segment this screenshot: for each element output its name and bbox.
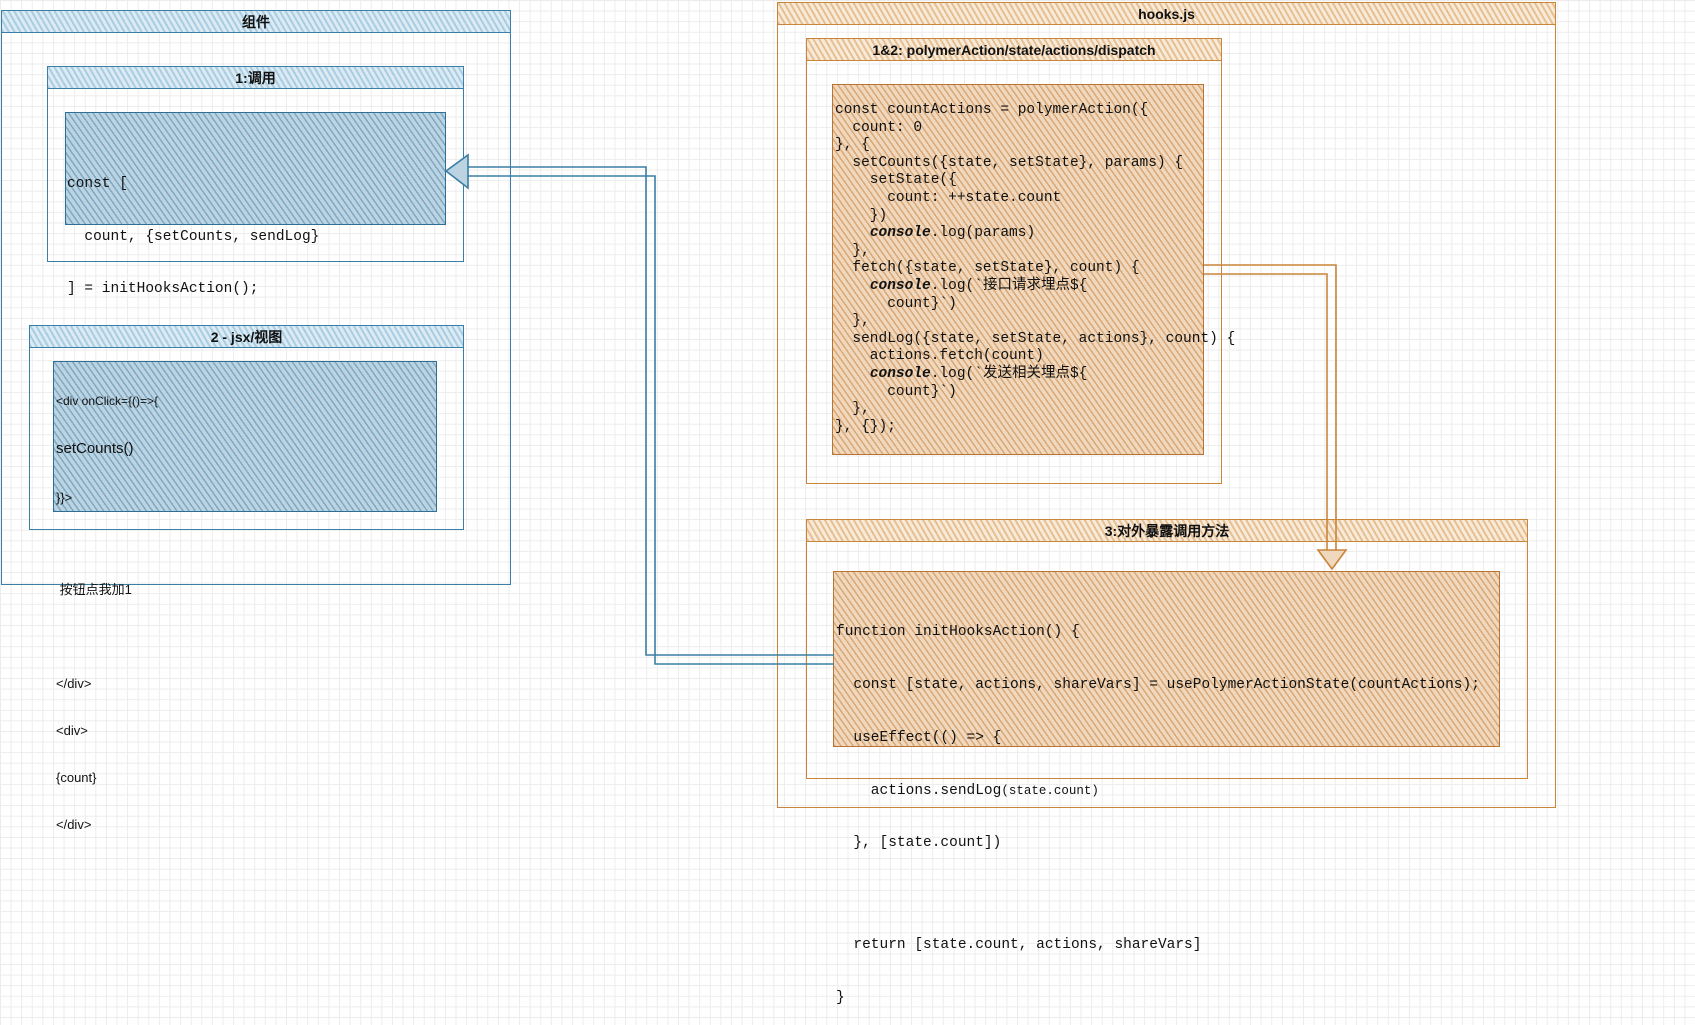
code-text: count: 0 <box>835 119 923 136</box>
code-text: }, <box>835 313 870 330</box>
code-text: }, <box>835 401 870 418</box>
code-line: count}`) <box>835 296 1203 314</box>
dispatch-section: 1&2: polymerAction/state/actions/dispatc… <box>806 38 1222 484</box>
jsx-line: }}> <box>56 490 73 505</box>
view-section: 2 - jsx/视图 <box>29 325 464 530</box>
code-line: setCounts({state, setState}, params) { <box>835 155 1203 173</box>
call-code-block: const [ count, {setCounts, sendLog} ] = … <box>65 112 446 297</box>
code-line: }, { <box>835 137 1203 155</box>
code-line: }, <box>835 401 1203 419</box>
code-text: fetch({state, setState}, count) { <box>835 260 1140 277</box>
code-text: }, <box>835 242 870 259</box>
code-text: setCounts({state, setState}, params) { <box>835 154 1184 171</box>
code-line: sendLog({state, setState, actions}, coun… <box>835 331 1235 349</box>
code-text: const countActions = polymerAction({ <box>835 102 1149 118</box>
code-line: count: 0 <box>835 120 1203 138</box>
code-text-small: (state.count) <box>1001 783 1099 798</box>
code-line: const countActions = polymerAction({ <box>835 102 1203 120</box>
code-text: sendLog({state, setState, actions}, coun… <box>835 330 1236 347</box>
code-line: count, {setCounts, sendLog} <box>67 228 320 245</box>
code-line: function initHooksAction() { <box>836 624 1080 641</box>
code-text: }, { <box>835 137 870 154</box>
code-line: actions.sendLog(state.count) <box>836 783 1499 801</box>
code-line: }, <box>835 243 1203 261</box>
console-keyword: console <box>869 277 931 294</box>
code-text: count}`) <box>835 383 957 400</box>
code-line: const [state, actions, shareVars] = useP… <box>836 676 1480 693</box>
expose-code-block: function initHooksAction() { const [stat… <box>833 571 1500 1006</box>
component-title: 组件 <box>2 11 510 33</box>
code-line: setState({ <box>835 172 1203 190</box>
code-line: }, {}); <box>835 419 1203 437</box>
code-line: }) <box>835 208 1203 226</box>
code-line: count}`) <box>835 384 1203 402</box>
code-text: }) <box>835 207 888 224</box>
jsx-line: 按钮点我加1 <box>56 582 132 597</box>
console-keyword: console <box>869 365 931 382</box>
code-line: ] = initHooksAction(); <box>67 281 259 297</box>
code-text: count: ++state.count <box>835 189 1062 206</box>
code-line: return [state.count, actions, shareVars] <box>836 937 1202 954</box>
code-line: console.log(`发送相关埋点${ <box>835 366 1203 384</box>
jsx-code-block: <div onClick={()=>{ setCounts() }}> 按钮点我… <box>53 361 437 832</box>
code-text: count}`) <box>835 295 957 312</box>
dispatch-code-block: const countActions = polymerAction({ cou… <box>832 84 1235 455</box>
code-line: } <box>836 990 845 1007</box>
code-line: fetch({state, setState}, count) { <box>835 260 1203 278</box>
expose-section-title: 3:对外暴露调用方法 <box>807 520 1527 542</box>
code-text: .log(params) <box>930 225 1036 242</box>
jsx-line: {count} <box>56 770 97 785</box>
component-container: 组件 <box>1 10 511 585</box>
code-line: console.log(`接口请求埋点${ <box>835 278 1203 296</box>
connector-arrows <box>444 153 1348 665</box>
jsx-line: setCounts() <box>56 440 134 457</box>
code-gap <box>836 888 1499 902</box>
code-text: actions.sendLog <box>836 782 1002 799</box>
jsx-line: <div onClick={()=>{ <box>56 394 159 408</box>
code-line: useEffect(() => { <box>836 729 1002 746</box>
code-line: const [ <box>67 176 128 192</box>
view-section-title: 2 - jsx/视图 <box>30 326 463 348</box>
jsx-line: </div> <box>56 817 92 832</box>
hooks-container: hooks.js <box>777 2 1556 808</box>
hooks-title: hooks.js <box>778 3 1555 25</box>
blue-connector-arrow <box>444 153 834 665</box>
code-line: count: ++state.count <box>835 190 1203 208</box>
code-text: .log(`发送相关埋点${ <box>930 365 1088 382</box>
dispatch-section-title: 1&2: polymerAction/state/actions/dispatc… <box>807 39 1221 61</box>
code-text: actions.fetch(count) <box>835 348 1044 365</box>
jsx-line: <div> <box>56 723 88 738</box>
code-line: actions.fetch(count) <box>835 348 1203 366</box>
code-line: }, [state.count]) <box>836 835 1002 852</box>
console-keyword: console <box>869 225 931 242</box>
code-line: }, <box>835 313 1203 331</box>
code-text: }, {}); <box>835 418 896 435</box>
code-text: .log(`接口请求埋点${ <box>930 277 1088 294</box>
code-line: console.log(params) <box>835 225 1203 243</box>
call-section-title: 1:调用 <box>48 67 463 89</box>
orange-connector-arrow <box>1204 264 1348 571</box>
expose-section: 3:对外暴露调用方法 <box>806 519 1528 779</box>
code-text: setState({ <box>835 172 957 189</box>
jsx-line: </div> <box>56 676 92 691</box>
